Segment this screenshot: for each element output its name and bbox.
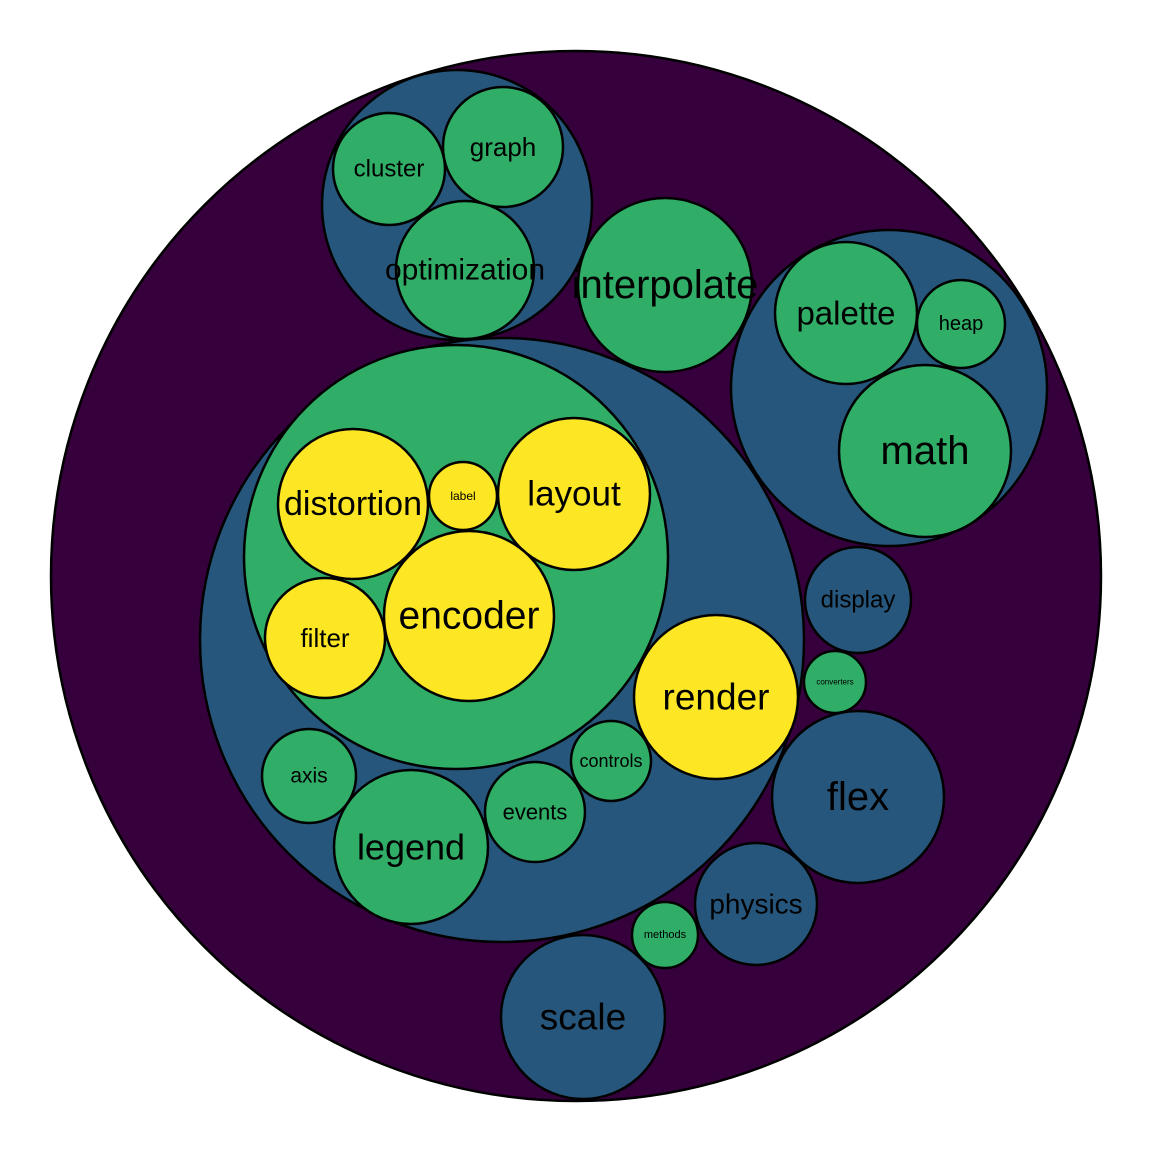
- node-circle-distortion[interactable]: [276, 427, 430, 581]
- node-label-scale: scale: [540, 997, 626, 1038]
- node-label-cluster: cluster: [354, 156, 425, 183]
- node-label-interpolate: interpolate: [572, 263, 759, 307]
- node-label-display: display: [821, 587, 896, 614]
- node-circle-methods[interactable]: [630, 900, 700, 970]
- node-label-legend: legend: [357, 827, 465, 868]
- node-circle-render[interactable]: [632, 613, 800, 781]
- node-label-label: label: [450, 489, 475, 503]
- node-label-flex: flex: [827, 775, 889, 819]
- node-circle-palette[interactable]: [773, 240, 919, 386]
- node-circle-events[interactable]: [483, 760, 587, 864]
- node-circle-display[interactable]: [803, 545, 913, 655]
- node-label-methods: methods: [644, 929, 687, 941]
- node-circle-optimization[interactable]: [394, 199, 536, 341]
- node-label-filter: filter: [300, 623, 349, 653]
- node-circle-filter[interactable]: [263, 576, 387, 700]
- node-circle-layout[interactable]: [496, 416, 652, 572]
- node-label-math: math: [881, 429, 970, 473]
- node-circle-flex[interactable]: [770, 709, 946, 885]
- node-label-axis: axis: [290, 765, 327, 788]
- node-circle-math[interactable]: [837, 363, 1013, 539]
- node-label-graph: graph: [470, 132, 537, 162]
- node-label-physics: physics: [709, 889, 802, 920]
- node-label-layout: layout: [527, 475, 621, 514]
- node-label-heap: heap: [939, 313, 984, 335]
- node-label-palette: palette: [796, 295, 895, 332]
- node-circle-physics[interactable]: [693, 841, 819, 967]
- node-label-controls: controls: [579, 751, 642, 771]
- node-circle-controls[interactable]: [569, 719, 653, 803]
- node-circle-cluster[interactable]: [331, 111, 447, 227]
- node-circle-graph[interactable]: [441, 85, 565, 209]
- node-label-converters: converters: [816, 678, 853, 687]
- node-label-optimization: optimization: [385, 254, 545, 287]
- node-circle-legend[interactable]: [332, 768, 490, 926]
- node-circle-axis[interactable]: [260, 727, 358, 825]
- node-label-render: render: [663, 677, 770, 718]
- node-circle-interpolate[interactable]: [576, 196, 754, 374]
- node-label-encoder: encoder: [399, 595, 540, 638]
- node-circle-scale[interactable]: [499, 933, 667, 1101]
- node-label-distortion: distortion: [284, 485, 422, 523]
- node-circle-heap[interactable]: [915, 278, 1007, 370]
- node-label-events: events: [503, 800, 568, 825]
- node-circle-encoder[interactable]: [382, 529, 556, 703]
